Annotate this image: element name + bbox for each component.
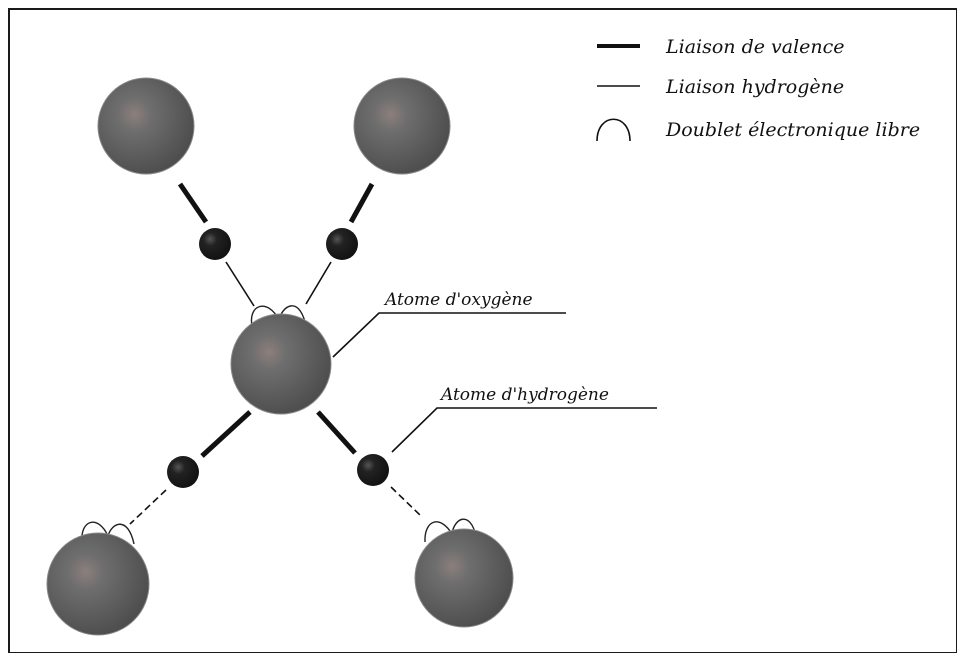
oxygen-atom-central — [230, 313, 332, 415]
hydrogen-bond — [305, 261, 332, 305]
valence-bond — [316, 410, 357, 455]
oxygen-atoms — [46, 77, 514, 636]
annotations: Atome d'oxygène Atome d'hydrogène — [332, 290, 657, 453]
oxygen-atom — [353, 77, 451, 175]
oxygen-atom-label: Atome d'oxygène — [383, 290, 533, 310]
oxygen-atom — [414, 528, 514, 628]
valence-bond — [177, 182, 209, 224]
hydrogen-bond — [390, 486, 421, 516]
hydrogen-atom — [326, 228, 358, 260]
hydrogen-bond — [225, 261, 255, 307]
bonds — [129, 182, 421, 525]
legend-lone-pair-label: Doublet électronique libre — [665, 119, 920, 141]
hydrogen-atom-label: Atome d'hydrogène — [439, 385, 609, 405]
legend: Liaison de valence Liaison hydrogène Dou… — [596, 36, 920, 142]
hydrogen-atom — [167, 456, 199, 488]
oxygen-label-leader — [332, 312, 566, 358]
legend-lone-pair-icon — [596, 118, 631, 142]
valence-bond — [200, 410, 252, 458]
hydrogen-label-leader — [391, 407, 657, 453]
hydrogen-bond — [129, 489, 167, 525]
legend-hydrogen-bond-label: Liaison hydrogène — [665, 76, 844, 98]
oxygen-atom — [97, 77, 195, 175]
hydrogen-atoms — [167, 228, 389, 488]
hydrogen-atom — [199, 228, 231, 260]
valence-bond — [348, 182, 375, 224]
hydrogen-atom — [357, 454, 389, 486]
oxygen-atom — [46, 532, 150, 636]
legend-valence-bond-label: Liaison de valence — [665, 36, 845, 58]
